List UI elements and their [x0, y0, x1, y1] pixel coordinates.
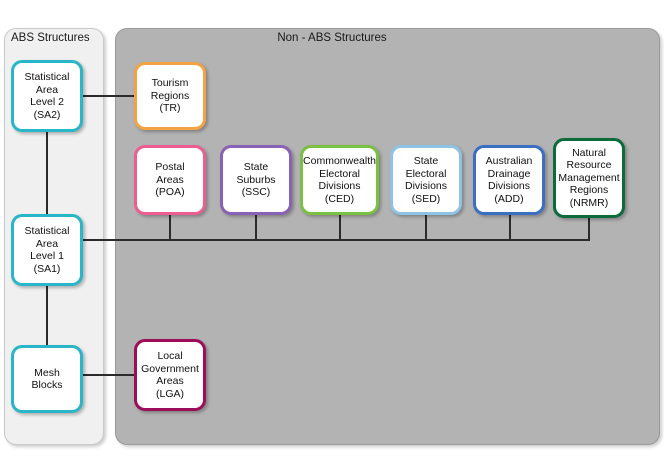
- node-tourism-regions-label: Tourism Regions (TR): [150, 77, 190, 115]
- node-mesh-blocks[interactable]: Mesh Blocks: [11, 345, 83, 413]
- node-local-government-areas[interactable]: Local Government Areas (LGA): [134, 339, 206, 411]
- connector-bus-nrmr: [588, 217, 590, 241]
- node-australian-drainage-divisions[interactable]: Australian Drainage Divisions (ADD): [473, 145, 545, 215]
- abs-structures-panel-title: ABS Structures: [11, 32, 90, 44]
- node-state-suburbs-label: State Suburbs (SSC): [236, 161, 276, 199]
- connector-bus-add: [509, 213, 511, 241]
- node-postal-areas[interactable]: Postal Areas (POA): [134, 145, 206, 215]
- node-commonwealth-electoral-divisions-label: Commonwealth Electoral Divisions (CED): [303, 155, 376, 205]
- node-sa2-label: Statistical Area Level 2 (SA2): [24, 71, 70, 121]
- node-sa1[interactable]: Statistical Area Level 1 (SA1): [11, 214, 83, 286]
- node-commonwealth-electoral-divisions[interactable]: Commonwealth Electoral Divisions (CED): [300, 145, 379, 215]
- connector-bus-poa: [169, 213, 171, 241]
- connector-sa1-mb: [46, 286, 48, 346]
- connector-sa1-bus: [83, 239, 589, 241]
- connector-sa2-sa1: [46, 132, 48, 215]
- connector-bus-ced: [339, 213, 341, 241]
- connector-mb-lga: [83, 374, 135, 376]
- node-postal-areas-label: Postal Areas (POA): [155, 161, 185, 199]
- node-natural-resource-management-regions[interactable]: Natural Resource Management Regions (NRM…: [553, 138, 625, 218]
- non-abs-structures-panel-title: Non - ABS Structures: [277, 32, 387, 44]
- node-state-electoral-divisions[interactable]: State Electoral Divisions (SED): [390, 145, 462, 215]
- node-natural-resource-management-regions-label: Natural Resource Management Regions (NRM…: [558, 146, 620, 209]
- node-mesh-blocks-label: Mesh Blocks: [31, 366, 63, 392]
- node-state-suburbs[interactable]: State Suburbs (SSC): [220, 145, 292, 215]
- node-tourism-regions[interactable]: Tourism Regions (TR): [134, 62, 206, 130]
- node-local-government-areas-label: Local Government Areas (LGA): [141, 350, 199, 400]
- node-sa2[interactable]: Statistical Area Level 2 (SA2): [11, 60, 83, 132]
- node-australian-drainage-divisions-label: Australian Drainage Divisions (ADD): [485, 155, 533, 205]
- connector-bus-sed: [425, 213, 427, 241]
- node-state-electoral-divisions-label: State Electoral Divisions (SED): [404, 155, 447, 205]
- connector-bus-ssc: [255, 213, 257, 241]
- connector-sa2-tr: [83, 95, 135, 97]
- node-sa1-label: Statistical Area Level 1 (SA1): [24, 225, 70, 275]
